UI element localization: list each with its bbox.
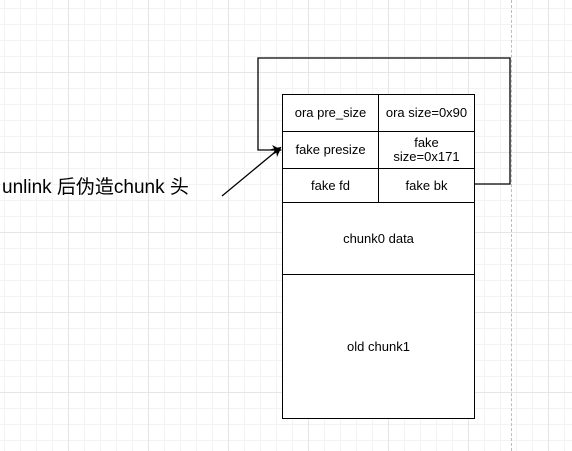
cell-ora-pre-size[interactable]: ora pre_size — [282, 94, 379, 132]
cell-ora-pre-size-label: ora pre_size — [294, 105, 367, 120]
fake-chunk-header-annotation: unlink 后伪造chunk 头 — [2, 177, 189, 198]
cell-fake-presize-label: fake presize — [295, 142, 366, 157]
cell-fake-fd[interactable]: fake fd — [282, 168, 379, 203]
cell-fake-fd-label: fake fd — [310, 177, 351, 193]
annotation-pointer-arrow — [221, 146, 282, 197]
cell-ora-size-label: ora size=0x90 — [385, 105, 468, 120]
cell-fake-size-label: fake size=0x171 — [393, 135, 460, 164]
cell-fake-presize[interactable]: fake presize — [282, 131, 379, 169]
cell-fake-bk-label: fake bk — [405, 177, 448, 193]
cell-old-chunk1[interactable]: old chunk1 — [282, 274, 475, 419]
cell-chunk0-data-label: chunk0 data — [343, 230, 414, 246]
page-boundary — [511, 0, 512, 451]
fake-bk-pointer-arrow — [257, 57, 511, 185]
cell-chunk0-data[interactable]: chunk0 data — [282, 202, 475, 275]
cell-old-chunk1-label: old chunk1 — [347, 338, 410, 354]
cell-fake-size[interactable]: fake size=0x171 — [378, 131, 475, 169]
cell-fake-bk[interactable]: fake bk — [378, 168, 475, 203]
